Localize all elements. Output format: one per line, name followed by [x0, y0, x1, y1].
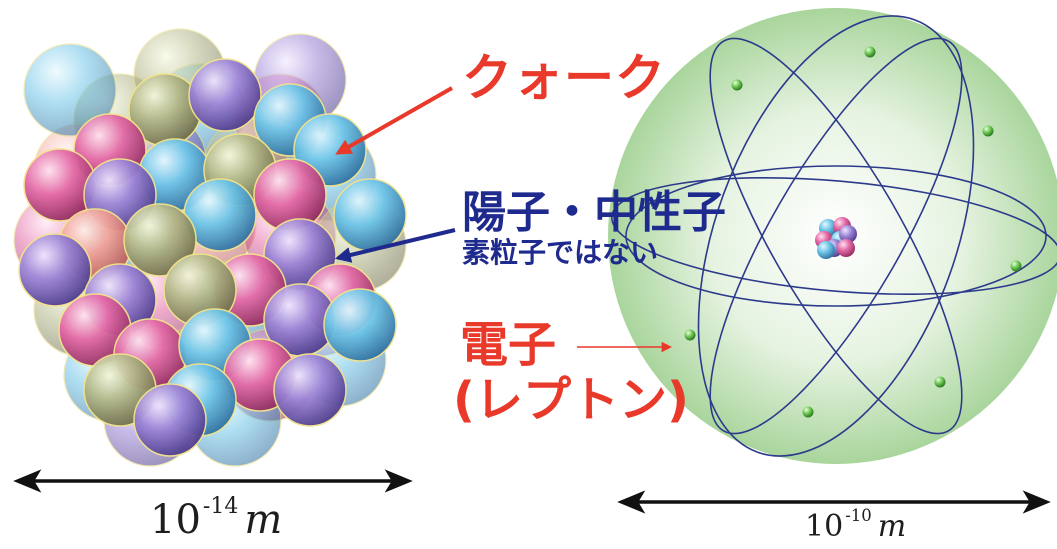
atom-nucleus	[815, 217, 857, 259]
hadron-label: 陽子・中性子	[462, 187, 726, 238]
atom-scale-label: 10-10 m	[805, 506, 906, 544]
nucleus-scale-unit: m	[244, 496, 283, 543]
quark-pointer-arrow	[335, 86, 453, 155]
nucleus-illustration	[13, 28, 407, 467]
atom-scale-exponent: -10	[845, 506, 872, 525]
nucleus-scale-base: 10	[150, 496, 201, 543]
electron-orbits	[611, 15, 1057, 457]
lepton-label: (レプトン)	[453, 372, 689, 428]
quark-label: クォーク	[462, 49, 666, 107]
electrons	[684, 46, 1022, 418]
electron-label: 電子	[460, 317, 557, 373]
nucleus-scale-exponent: -14	[202, 494, 239, 519]
atom-illustration	[608, 8, 1057, 464]
atom-scale-base: 10	[805, 508, 844, 544]
hadron-note: 素粒子ではない	[462, 236, 659, 269]
atom-scale-unit: m	[877, 508, 907, 544]
hadron-pointer-arrow	[334, 228, 456, 263]
